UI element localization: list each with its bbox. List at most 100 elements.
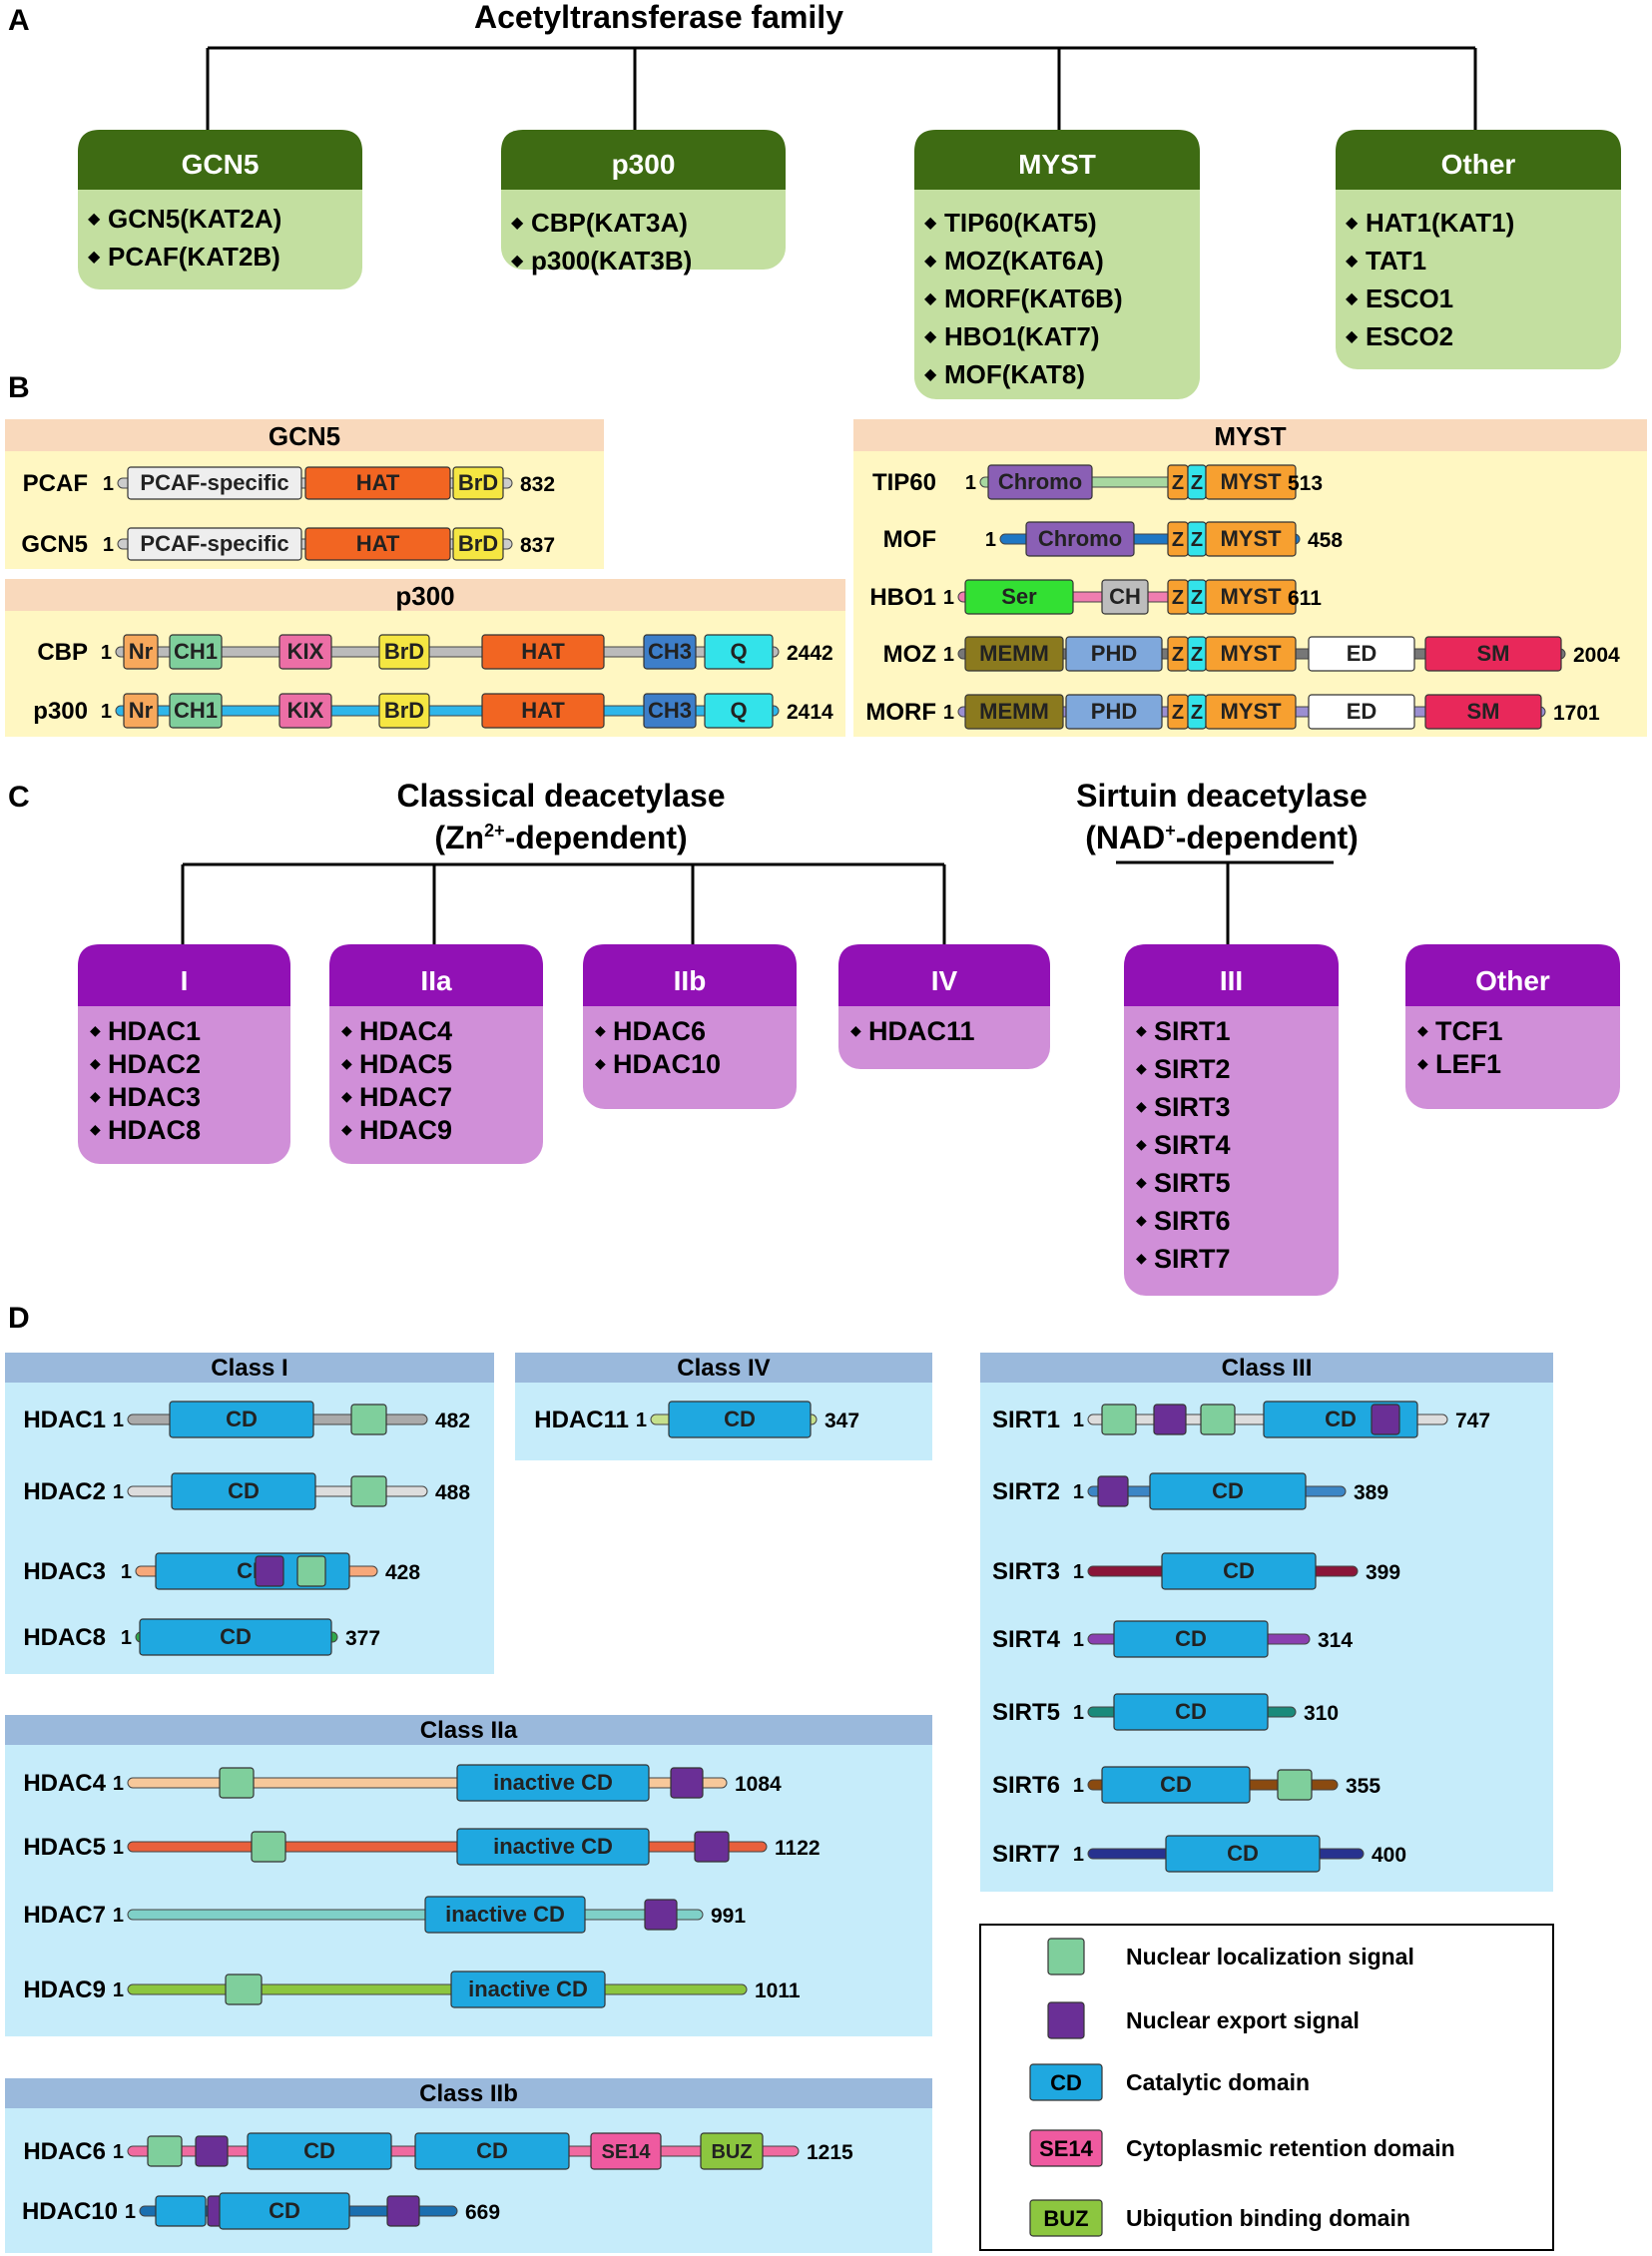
domain-box: [247, 2132, 392, 2170]
domain-label: HAT: [521, 639, 565, 664]
family-member: MOF(KAT8): [944, 359, 1085, 389]
domain-box: [1308, 636, 1415, 672]
sirtuin-deacetylase-subtitle: (NAD+-dependent): [1085, 820, 1359, 855]
domain-label: CD: [303, 2138, 335, 2163]
domain-label: KIX: [287, 698, 324, 723]
family-box-other: Other◆HAT1(KAT1)◆TAT1◆ESCO1◆ESCO2: [1336, 130, 1621, 369]
legend-item: Nuclear localization signal: [1047, 1938, 1414, 1975]
hdac-class-box-other: Other◆TCF1◆LEF1: [1405, 944, 1620, 1109]
domain-label: MYST: [1220, 699, 1282, 724]
protein-name: HDAC2: [23, 1478, 106, 1505]
family-name: GCN5: [182, 149, 260, 180]
domain-box: [350, 1404, 387, 1435]
domain-box: [668, 1401, 812, 1438]
residue-start: 1: [1073, 1410, 1084, 1431]
domain-label: BrD: [458, 470, 498, 495]
domain-box: [169, 1401, 314, 1438]
domain-box: [1101, 1766, 1251, 1804]
panel-title-bar: [5, 1715, 932, 1745]
family-member: ESCO1: [1366, 283, 1453, 313]
bullet-icon: ◆: [1136, 1212, 1147, 1228]
bullet-icon: ◆: [1136, 1022, 1147, 1038]
class-name: I: [181, 965, 189, 996]
protein-name: HBO1: [869, 584, 936, 611]
domain-box: [1149, 1472, 1307, 1510]
domain-box: [1153, 1404, 1187, 1435]
domain-box: [414, 2132, 570, 2170]
legend-label: Ubiqution binding domain: [1126, 2205, 1410, 2231]
bullet-icon: ◆: [924, 215, 937, 232]
domain-box: [1101, 1404, 1137, 1435]
hdac-class-box-iib: IIb◆HDAC6◆HDAC10: [583, 944, 797, 1109]
domain-label: HAT: [356, 531, 400, 556]
domain-label: Z: [1172, 587, 1184, 609]
domain-label: MYST: [1220, 469, 1282, 494]
family-box-header: [78, 130, 362, 190]
bullet-icon: ◆: [1417, 1022, 1428, 1038]
domain-box: [1205, 636, 1297, 672]
bullet-icon: ◆: [341, 1055, 352, 1071]
bullet-icon: ◆: [1346, 290, 1359, 307]
domain-label: SM: [1477, 641, 1510, 666]
domain-box: [1371, 1404, 1400, 1435]
class-member: SIRT3: [1154, 1092, 1231, 1122]
domain-label: MYST: [1220, 584, 1282, 609]
domain-label: CD: [1175, 1699, 1207, 1724]
class-member: SIRT4: [1154, 1130, 1231, 1160]
domain-label: PCAF-specific: [140, 531, 288, 556]
bullet-icon: ◆: [90, 1121, 101, 1137]
domain-box: [378, 693, 430, 729]
domain-box: [386, 2195, 420, 2227]
legend-swatch: [1047, 2001, 1085, 2039]
domain-box: [700, 2132, 764, 2170]
domain-box: [225, 1974, 263, 2005]
class-member: SIRT5: [1154, 1168, 1231, 1198]
domain-label: SM: [1467, 699, 1500, 724]
legend-label: Nuclear export signal: [1126, 2007, 1360, 2033]
residue-end: 611: [1288, 587, 1322, 610]
bullet-icon: ◆: [88, 211, 101, 228]
domain-box: [704, 693, 774, 729]
domain-box: [964, 579, 1074, 615]
protein-name: HDAC5: [23, 1834, 106, 1861]
domain-box: [964, 636, 1064, 672]
family-name: MYST: [1018, 149, 1096, 180]
panel-title-bar: [5, 1353, 494, 1383]
domain-label: Z: [1191, 702, 1203, 724]
bullet-icon: ◆: [924, 366, 937, 383]
class-name: III: [1220, 965, 1243, 996]
legend-swatch: [1029, 2199, 1103, 2237]
class-box-header: [838, 944, 1050, 1006]
panel-d-letter: D: [8, 1302, 30, 1335]
residue-start: 1: [943, 587, 954, 609]
residue-start: 1: [113, 2141, 124, 2163]
domain-box: [1205, 521, 1297, 557]
domain-box: [1097, 1475, 1129, 1507]
bullet-icon: ◆: [341, 1022, 352, 1038]
class-member: SIRT2: [1154, 1054, 1231, 1084]
panel-title: Class IIb: [419, 2080, 518, 2107]
panel-title: p300: [395, 581, 454, 611]
residue-start: 1: [101, 642, 112, 664]
domain-box: [219, 2192, 350, 2230]
hdac-class-box-iii: III◆SIRT1◆SIRT2◆SIRT3◆SIRT4◆SIRT5◆SIRT6◆…: [1124, 944, 1339, 1296]
family-member: CBP(KAT3A): [531, 208, 688, 238]
bullet-icon: ◆: [511, 215, 524, 232]
legend-swatch-label: BUZ: [1043, 2206, 1088, 2231]
bullet-icon: ◆: [1136, 1136, 1147, 1152]
legend-swatch-label: CD: [1050, 2070, 1082, 2095]
residue-start: 1: [113, 1979, 124, 2001]
domain-box: [424, 1896, 586, 1934]
panel-a-tree: [206, 46, 1477, 130]
residue-end: 1122: [775, 1837, 821, 1860]
domain-box: [1308, 694, 1415, 730]
